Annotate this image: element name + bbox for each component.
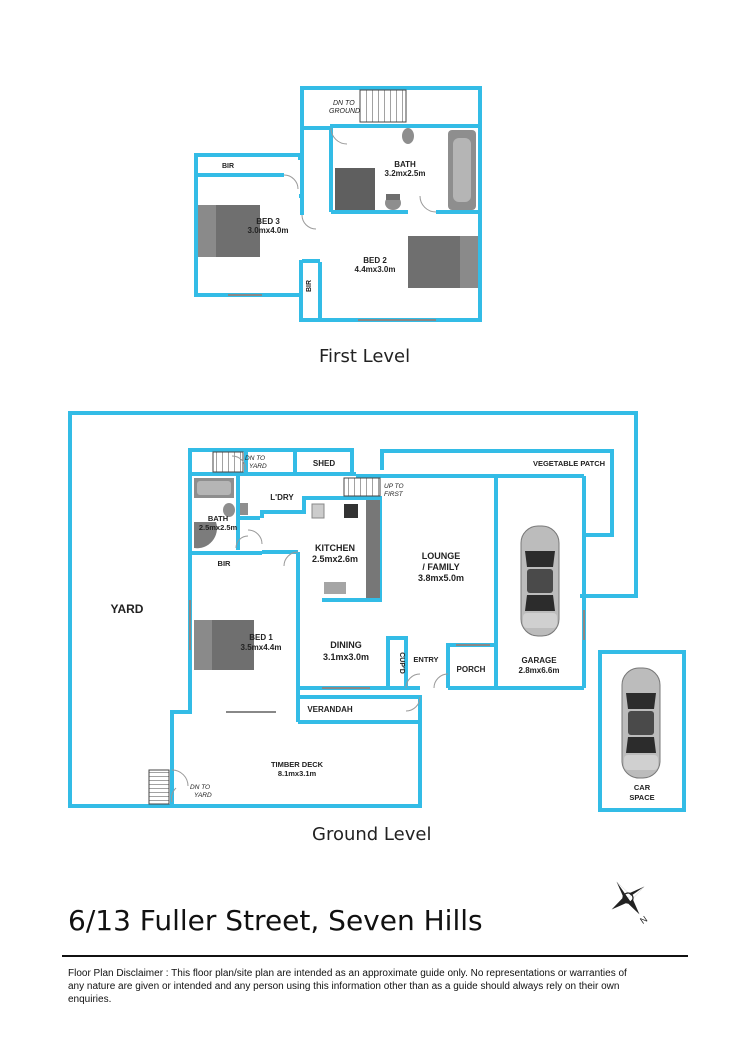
bir-side-label: BIR [306, 280, 313, 292]
up-to-first-2: FIRST [384, 491, 404, 498]
shed-label: SHED [313, 459, 335, 468]
first-bath-size: 3.2mx2.5m [385, 169, 426, 178]
bed1-name: BED 1 [249, 633, 273, 642]
garage-size: 2.8mx6.6m [519, 666, 560, 675]
bed3-name: BED 3 [256, 217, 280, 226]
dining-size: 3.1mx3.0m [323, 652, 369, 662]
ground-bath-name: BATH [208, 514, 228, 523]
vegetable-patch-label: VEGETABLE PATCH [533, 459, 605, 468]
timber-deck-size: 8.1mx3.1m [278, 769, 317, 778]
car-space-1: CAR [634, 783, 651, 792]
timber-deck-name: TIMBER DECK [271, 760, 324, 769]
entry-label: ENTRY [413, 655, 438, 664]
first-level-title: First Level [319, 346, 411, 367]
property-address: 6/13 Fuller Street, Seven Hills [68, 904, 483, 937]
first-level-plan: DN TO GROUND BATH 3.2mx2.5m BED 3 3.0mx4… [194, 86, 482, 322]
ground-level-plan: YARD DN TO YARD SHED VEGETABLE PATCH UP … [68, 411, 686, 812]
bir-top-label: BIR [222, 163, 234, 170]
first-bath-name: BATH [394, 160, 416, 169]
floor-plan-disclaimer: Floor Plan Disclaimer : This floor plan/… [68, 968, 627, 1005]
compass-icon: N [611, 881, 649, 926]
ground-bir-label: BIR [218, 559, 232, 568]
verandah-label: VERANDAH [307, 705, 353, 714]
lounge-name-1: LOUNGE [422, 551, 461, 561]
car-space-2: SPACE [629, 793, 654, 802]
dn-to-yard-bottom-2: YARD [194, 792, 212, 799]
lounge-name-2: / FAMILY [422, 562, 459, 572]
porch-label: PORCH [457, 665, 486, 674]
kitchen-name: KITCHEN [315, 543, 355, 553]
svg-text:N: N [638, 914, 649, 926]
first-stair-label-2: GROUND [329, 108, 360, 115]
ground-bath-size: 2.5mx2.5m [199, 523, 238, 532]
bed2-size: 4.4mx3.0m [355, 265, 396, 274]
ground-level-title: Ground Level [312, 824, 432, 845]
kitchen-size: 2.5mx2.6m [312, 554, 358, 564]
dining-name: DINING [330, 640, 362, 650]
yard-label: YARD [111, 602, 144, 616]
dn-to-yard-top-2: YARD [249, 463, 267, 470]
lounge-size: 3.8mx5.0m [418, 573, 464, 583]
laundry-label: L'DRY [270, 493, 294, 502]
dn-to-yard-top-1: DN TO [245, 455, 265, 462]
bed2-name: BED 2 [363, 256, 387, 265]
dn-to-yard-bottom-1: DN TO [190, 784, 210, 791]
first-stair-label-1: DN TO [333, 100, 355, 107]
bed3-size: 3.0mx4.0m [248, 226, 289, 235]
cupboard-label: CUP'D [398, 652, 405, 674]
floor-plan: DN TO GROUND BATH 3.2mx2.5m BED 3 3.0mx4… [68, 86, 686, 812]
garage-name: GARAGE [521, 656, 557, 665]
bed1-size: 3.5mx4.4m [241, 643, 282, 652]
up-to-first-1: UP TO [384, 483, 404, 490]
divider [62, 955, 688, 957]
